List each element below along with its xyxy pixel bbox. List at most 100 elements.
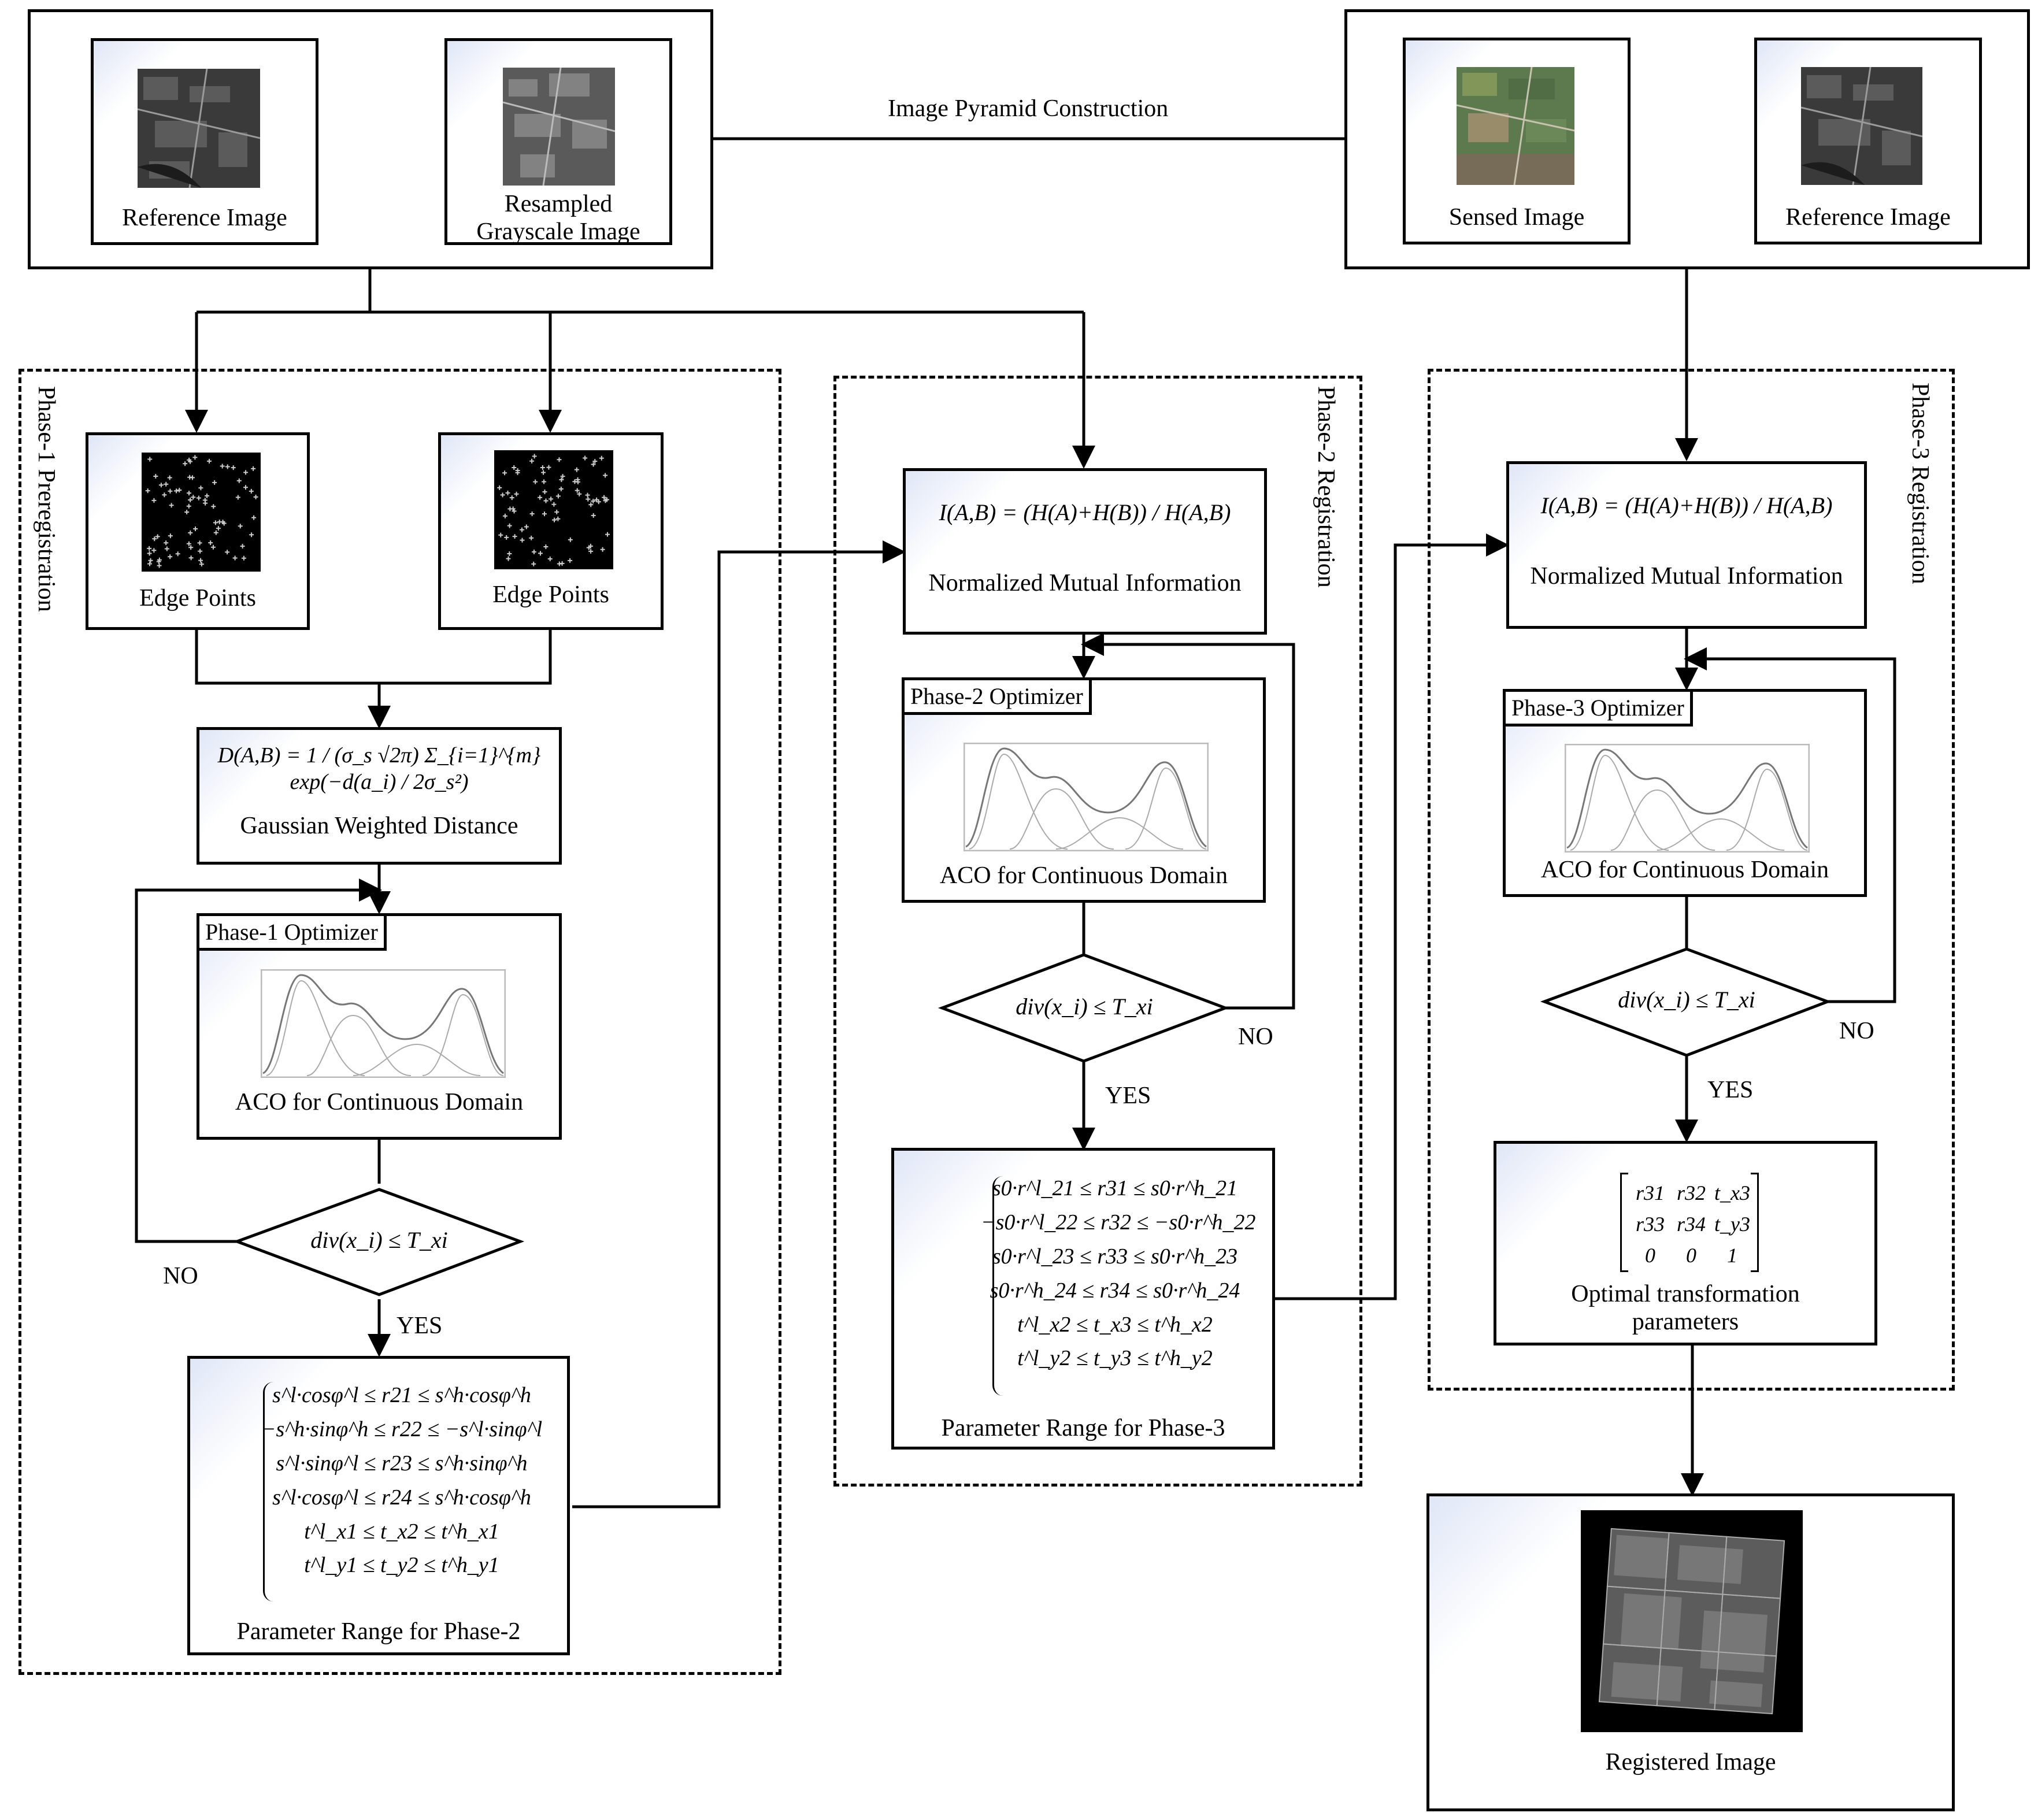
edge-point-mark [145,488,150,494]
edge-point-mark [502,513,507,518]
edge-point-mark [524,524,529,529]
edge-point-mark [546,465,551,470]
phase1-region [18,369,781,1675]
edge-point-mark [147,546,152,551]
range-line: −s0·r^l_22 ≤ r32 ≤ −s0·r^h_22 [981,1210,1256,1235]
edge-point-mark [236,478,242,483]
gaussian-distance-formula: D(A,B) = 1 / (σ_s √2π) Σ_{i=1}^{m} exp(−… [217,743,541,794]
resampled-image-label: Resampled Grayscale Image [476,191,640,246]
edge-point-mark [568,537,573,542]
phase3-yes-label: YES [1707,1077,1754,1103]
gaussian-distance-box: D(A,B) = 1 / (σ_s √2π) Σ_{i=1}^{m} exp(−… [197,727,562,865]
edge-point-mark [158,483,164,488]
edge-point-mark [192,455,198,460]
edge-point-mark [529,535,534,540]
edge-point-mark [559,477,564,482]
edge-point-mark [216,526,221,531]
edge-point-mark [512,509,517,514]
matrix-cell: 1 [1727,1244,1737,1267]
phase1-range-box: s^l·cosφ^l ≤ r21 ≤ s^h·cosφ^h−s^h·sinφ^h… [187,1356,570,1655]
edge-point-mark [540,465,545,470]
phase1-no-label: NO [163,1263,198,1289]
matrix-cell: r33 [1635,1213,1665,1236]
edge-point-mark [249,532,254,538]
edge-point-mark [188,555,194,561]
edge-point-mark [235,495,240,500]
phase3-aco-label: ACO for Continuous Domain [1540,857,1829,883]
edge-point-mark [208,540,213,546]
edge-points-box-left: Edge Points [86,432,310,630]
edge-point-mark [153,474,158,479]
phase3-nmi-formula: I(A,B) = (H(A)+H(B)) / H(A,B) [1540,492,1833,518]
edge-point-mark [512,465,517,470]
edge-point-mark [173,488,179,494]
phase2-nmi-label: Normalized Mutual Information [928,570,1242,596]
phase2-nmi-box: I(A,B) = (H(A)+H(B)) / H(A,B) Normalized… [903,468,1267,635]
edge-point-mark [191,495,196,500]
edge-point-mark [184,510,190,515]
phase3-nmi-box: I(A,B) = (H(A)+H(B)) / H(A,B) Normalized… [1506,461,1867,629]
edge-point-mark [156,559,161,564]
edge-point-mark [591,462,596,467]
edge-points-label-left: Edge Points [139,585,256,611]
phase2-aco-curve [964,743,1209,851]
edge-point-mark [207,458,212,464]
reference-image-label-right: Reference Image [1785,204,1951,231]
edge-point-mark [220,464,225,469]
sensed-image-thumbnail [1457,67,1574,185]
edge-point-mark [575,477,580,482]
edge-point-mark [574,467,579,472]
edge-point-mark [541,470,546,475]
edge-point-mark [549,496,554,502]
phase1-aco-curve [261,969,506,1078]
phase1-aco-label: ACO for Continuous Domain [235,1089,524,1115]
edge-point-mark [520,538,525,543]
edge-point-mark [175,551,180,557]
edge-point-mark [199,562,204,567]
phase1-yes-label: YES [397,1313,443,1339]
phase2-region [833,376,1362,1487]
resampled-image-box: Resampled Grayscale Image [444,38,672,245]
gaussian-distance-label: Gaussian Weighted Distance [240,813,518,839]
matrix-cell: r32 [1676,1181,1706,1204]
edge-point-mark [538,495,543,500]
edge-point-mark [504,535,509,540]
edge-points-box-right: Edge Points [438,432,664,630]
edge-point-mark [190,475,195,480]
range-line: t^l_x1 ≤ t_x2 ≤ t^h_x1 [304,1519,499,1544]
phase3-no-label: NO [1839,1018,1874,1044]
phase2-optimizer-box: Phase-2 Optimizer ACO for Continuous Dom… [902,677,1266,903]
edge-point-mark [559,561,565,566]
range-line: t^l_y1 ≤ t_y2 ≤ t^h_y1 [304,1553,499,1578]
edge-point-mark [212,480,217,485]
edge-point-mark [505,490,510,495]
decision-diamond-phase1 [232,1188,525,1296]
edge-point-mark [515,470,520,475]
edge-point-mark [157,563,162,568]
edge-point-mark [543,544,549,549]
phase2-range-box: s0·r^l_21 ≤ r31 ≤ s0·r^h_21−s0·r^l_22 ≤ … [891,1148,1275,1450]
reference-image-thumbnail-right [1801,67,1922,185]
edge-point-mark [186,541,191,546]
top-left-container: Reference Image Resampled Grayscale Imag… [28,9,713,269]
edge-point-mark [498,532,503,538]
registered-image-label: Registered Image [1605,1749,1776,1775]
edge-point-mark [187,491,192,496]
edge-point-mark [602,495,607,500]
range-line: s0·r^h_24 ≤ r34 ≤ s0·r^h_24 [990,1278,1240,1303]
edge-point-mark [188,530,193,535]
edge-point-mark [529,458,535,464]
phase2-optimizer-label: Phase-2 Optimizer [902,677,1092,715]
edge-point-mark [551,502,557,507]
edge-point-mark [240,543,245,548]
edge-point-mark [500,492,505,498]
edge-point-mark [531,549,536,554]
reference-image-box: Reference Image [91,38,318,245]
edge-point-mark [543,498,549,503]
edge-point-mark [238,524,243,529]
matrix-cell: r31 [1635,1181,1665,1204]
edge-point-mark [225,464,230,469]
